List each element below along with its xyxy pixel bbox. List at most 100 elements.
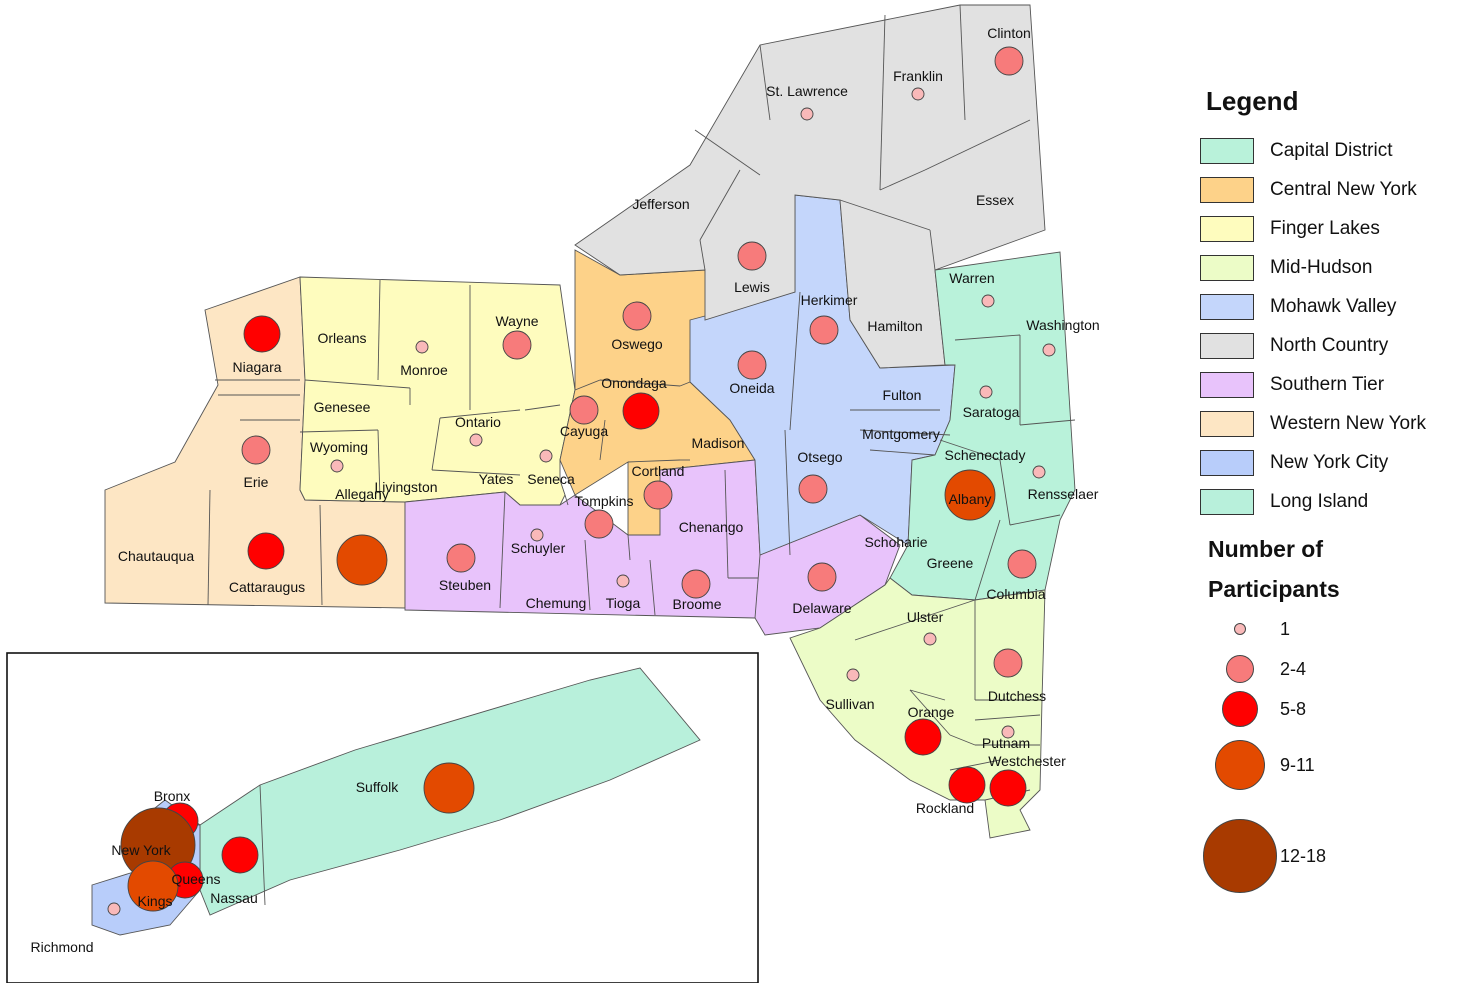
county-border <box>564 494 569 506</box>
legend-size-label: 5-8 <box>1280 698 1307 719</box>
legend-swatch <box>1200 293 1254 320</box>
county-border <box>949 759 1001 771</box>
county-border <box>789 291 801 431</box>
inset-map-nyc-long-island <box>6 652 759 983</box>
county-border <box>999 459 1011 526</box>
county-border <box>959 4 966 121</box>
county-border <box>524 404 561 411</box>
legend-swatch <box>1200 176 1254 203</box>
legend-region-label: Western New York <box>1270 412 1426 434</box>
county-label-sullivan: Sullivan <box>825 696 874 712</box>
participant-circle-putnam <box>1001 725 1015 739</box>
county-border <box>649 559 656 616</box>
legend-region-label: North Country <box>1270 334 1389 356</box>
region-north-country <box>574 4 1046 369</box>
county-border <box>499 491 506 609</box>
county-label-putnam: Putnam <box>982 735 1030 751</box>
participant-circle-delaware <box>807 562 837 592</box>
legend-region-item: Capital District <box>1200 131 1460 170</box>
county-border <box>909 689 951 736</box>
participant-circle-suffolk <box>423 762 475 814</box>
county-label-nassau: Nassau <box>210 890 257 906</box>
county-border <box>869 449 936 456</box>
county-border <box>954 334 1021 341</box>
county-label-cortland: Cortland <box>632 463 685 479</box>
inset-frame <box>6 652 759 983</box>
participant-circle-nassau <box>221 836 259 874</box>
county-label-westchester: Westchester <box>988 753 1066 769</box>
participant-circle-steuben <box>446 543 476 573</box>
participant-circle-ontario <box>469 433 483 447</box>
region-mid-hudson <box>789 577 1046 839</box>
county-label-orange: Orange <box>908 704 955 720</box>
county-label-allegany: Allegany <box>335 486 389 502</box>
participant-circle-oswego <box>622 301 652 331</box>
county-border <box>377 279 381 381</box>
legend-region-item: Western New York <box>1200 404 1460 443</box>
participant-circle-oneida <box>737 350 767 380</box>
legend-size-circle <box>1203 819 1277 893</box>
county-border <box>784 429 791 556</box>
legend-region-label: Central New York <box>1270 178 1417 200</box>
county-label-richmond: Richmond <box>30 939 93 955</box>
region-polygons <box>91 4 1076 936</box>
participant-circle-seneca <box>539 449 553 463</box>
county-label-delaware: Delaware <box>792 600 851 616</box>
county-label-suffolk: Suffolk <box>356 779 400 795</box>
county-border <box>627 459 681 463</box>
legend-size-circle <box>1215 740 1265 790</box>
county-label-bronx: Bronx <box>154 788 191 804</box>
participant-circle-onondaga <box>622 392 660 430</box>
legend-swatch <box>1200 371 1254 398</box>
legend-size-circle <box>1234 623 1246 635</box>
county-border <box>929 229 936 271</box>
county-label-montgomery: Montgomery <box>862 426 940 442</box>
county-label-queens: Queens <box>171 871 220 887</box>
participant-circle-columbia <box>1007 549 1037 579</box>
county-label-oswego: Oswego <box>611 336 663 352</box>
participant-circle-niagara <box>243 315 281 353</box>
county-label-genesee: Genesee <box>314 399 371 415</box>
legend-region-item: Long Island <box>1200 482 1460 521</box>
county-label-ulster: Ulster <box>907 609 944 625</box>
participant-circle-sullivan <box>846 668 860 682</box>
legend-region-label: Mid-Hudson <box>1270 256 1373 278</box>
legend-size-item: 5-8 <box>1200 689 1460 729</box>
county-label-essex: Essex <box>976 192 1014 208</box>
participant-circle-tompkins <box>584 509 614 539</box>
legend-participants-title-line1: Number of <box>1208 536 1323 562</box>
county-border <box>584 539 591 611</box>
county-border <box>599 379 681 387</box>
county-label-albany: Albany <box>949 491 992 507</box>
participant-circle-saratoga <box>979 385 993 399</box>
county-border <box>1019 419 1076 426</box>
legend-swatch <box>1200 215 1254 242</box>
legend-region-item: Mohawk Valley <box>1200 287 1460 326</box>
legend-region-item: North Country <box>1200 326 1460 365</box>
county-label-broome: Broome <box>672 596 721 612</box>
participant-circle-broome <box>681 569 711 599</box>
participant-circle-st-lawrence <box>800 107 814 121</box>
participant-circle-rockland <box>948 766 986 804</box>
legend-region-label: Finger Lakes <box>1270 217 1380 239</box>
county-border <box>259 784 266 906</box>
participant-circles <box>107 46 1056 916</box>
county-border <box>431 469 521 476</box>
county-label-chemung: Chemung <box>526 595 587 611</box>
legend-swatch <box>1200 488 1254 515</box>
county-label-dutchess: Dutchess <box>988 688 1046 704</box>
legend-size-circle <box>1226 655 1254 683</box>
legend-size-circle <box>1222 691 1258 727</box>
county-label-niagara: Niagara <box>232 359 281 375</box>
county-label-wayne: Wayne <box>495 313 538 329</box>
county-label-tompkins: Tompkins <box>574 493 633 509</box>
participant-circle-ulster <box>923 632 937 646</box>
legend-region-label: New York City <box>1270 451 1389 473</box>
county-label-livingston: Livingston <box>374 479 437 495</box>
participant-circle-wyoming <box>330 459 344 473</box>
county-label-lewis: Lewis <box>734 279 770 295</box>
